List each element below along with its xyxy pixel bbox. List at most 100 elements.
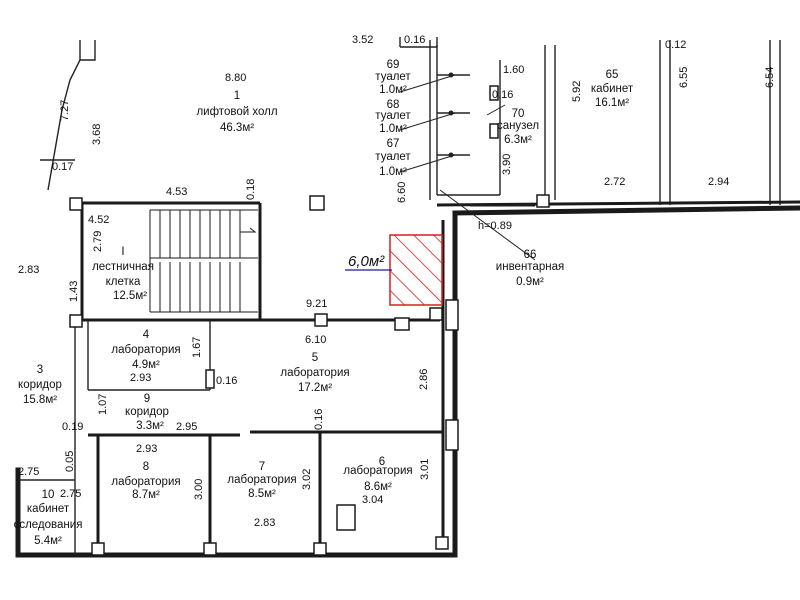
svg-text:5.4м²: 5.4м² bbox=[34, 535, 62, 547]
svg-text:коридор: коридор bbox=[125, 406, 169, 418]
svg-text:сследования: сследования bbox=[14, 519, 83, 531]
dim-0-16-c: 0.16 bbox=[492, 89, 513, 101]
svg-text:лаборатория: лаборатория bbox=[111, 476, 180, 488]
svg-text:3.3м²: 3.3м² bbox=[136, 420, 164, 432]
dim-4-52: 4.52 bbox=[88, 214, 109, 226]
room-1-label: 1 лифтовой холл 46.3м² bbox=[196, 90, 277, 134]
dim-9-21: 9.21 bbox=[306, 298, 327, 310]
dim-5-92: 5.92 bbox=[571, 81, 583, 102]
svg-text:16.1м²: 16.1м² bbox=[595, 97, 629, 109]
svg-text:46.3м²: 46.3м² bbox=[220, 122, 254, 134]
room-8-label: 8 лаборатория 8.7м² bbox=[111, 461, 180, 501]
room-65-label: 65 кабинет 16.1м² bbox=[591, 69, 634, 109]
columns bbox=[69, 85, 550, 556]
svg-text:санузел: санузел bbox=[497, 120, 539, 132]
dim-2-75-b: 2.75 bbox=[60, 488, 81, 500]
svg-text:1.0м²: 1.0м² bbox=[379, 84, 407, 96]
svg-text:67: 67 bbox=[387, 138, 400, 150]
dim-3-02: 3.02 bbox=[301, 469, 313, 490]
dim-3-68: 3.68 bbox=[91, 124, 103, 145]
dim-6-10: 6.10 bbox=[305, 334, 326, 346]
svg-text:5: 5 bbox=[312, 352, 318, 364]
hatched-area bbox=[389, 234, 443, 306]
svg-text:лаборатория: лаборатория bbox=[111, 344, 180, 356]
dim-2-83-bottom: 2.83 bbox=[254, 517, 275, 529]
svg-text:I: I bbox=[121, 246, 124, 258]
room-4-label: 4 лаборатория 4.9м² bbox=[111, 329, 180, 371]
dim-2-93-b: 2.93 bbox=[136, 443, 157, 455]
dim-1-60: 1.60 bbox=[503, 64, 524, 76]
svg-text:лифтовой холл: лифтовой холл bbox=[196, 106, 277, 118]
dim-2-95: 2.95 bbox=[176, 421, 197, 433]
svg-text:кабинет: кабинет bbox=[27, 503, 70, 515]
dim-1-07: 1.07 bbox=[97, 394, 109, 415]
room-66-label: 66 инвентарная 0.9м² bbox=[496, 249, 564, 288]
dim-0-05: 0.05 bbox=[64, 451, 76, 472]
dim-4-53: 4.53 bbox=[166, 186, 187, 198]
svg-text:лаборатория: лаборатория bbox=[280, 367, 349, 379]
dim-h-0-89: h=0.89 bbox=[478, 220, 512, 232]
svg-text:7: 7 bbox=[259, 461, 265, 473]
dimension-labels: 3.52 0.16 0.12 8.80 7.27 3.68 0.17 4.53 … bbox=[18, 34, 776, 529]
dim-0-18: 0.18 bbox=[245, 179, 257, 200]
svg-text:лестничная: лестничная bbox=[92, 261, 154, 273]
dim-6-54: 6.54 bbox=[764, 67, 776, 88]
dim-3-04: 3.04 bbox=[362, 494, 383, 506]
staircase bbox=[149, 209, 258, 313]
room-7-label: 7 лаборатория 8.5м² bbox=[227, 461, 296, 500]
dim-0-16-b: 0.16 bbox=[313, 409, 325, 430]
svg-text:17.2м²: 17.2м² bbox=[298, 382, 332, 394]
dim-2-86: 2.86 bbox=[418, 369, 430, 390]
room-68-label: 68 туалет 1.0м² bbox=[375, 99, 411, 135]
dim-0-19: 0.19 bbox=[62, 421, 83, 433]
dim-3-90: 3.90 bbox=[501, 154, 513, 175]
room-67-label: 67 туалет 1.0м² bbox=[375, 138, 411, 178]
svg-text:6: 6 bbox=[379, 456, 385, 468]
svg-text:6.3м²: 6.3м² bbox=[504, 134, 532, 146]
dim-2-72: 2.72 bbox=[604, 176, 625, 188]
svg-text:9: 9 bbox=[144, 393, 150, 405]
room-3-label: 3 коридор 15.8м² bbox=[18, 364, 62, 406]
dim-0-17: 0.17 bbox=[52, 161, 73, 173]
svg-text:1.0м²: 1.0м² bbox=[379, 123, 407, 135]
room-69-label: 69 туалет 1.0м² bbox=[375, 59, 411, 96]
svg-text:4: 4 bbox=[143, 329, 150, 341]
dim-3-52: 3.52 bbox=[352, 34, 373, 46]
svg-text:8.5м²: 8.5м² bbox=[248, 488, 276, 500]
room-5-label: 5 лаборатория 17.2м² bbox=[280, 352, 349, 394]
svg-text:3: 3 bbox=[37, 364, 43, 376]
svg-text:8: 8 bbox=[143, 461, 149, 473]
svg-text:10: 10 bbox=[42, 489, 55, 501]
svg-text:0.9м²: 0.9м² bbox=[516, 276, 544, 288]
svg-text:69: 69 bbox=[387, 59, 400, 71]
dim-0-16-a: 0.16 bbox=[216, 375, 237, 387]
svg-text:коридор: коридор bbox=[18, 379, 62, 391]
svg-text:туалет: туалет bbox=[375, 71, 411, 83]
svg-text:инвентарная: инвентарная bbox=[496, 261, 564, 273]
svg-text:65: 65 bbox=[606, 69, 619, 81]
leader-lines bbox=[399, 72, 536, 261]
svg-text:68: 68 bbox=[387, 99, 400, 111]
svg-text:туалет: туалет bbox=[375, 151, 411, 163]
room-9-label: 9 коридор 3.3м² bbox=[125, 393, 169, 432]
svg-text:1: 1 bbox=[234, 90, 240, 102]
dim-3-00: 3.00 bbox=[193, 479, 205, 500]
dim-8-80: 8.80 bbox=[225, 72, 246, 84]
svg-text:4.9м²: 4.9м² bbox=[132, 359, 160, 371]
handwritten-area-note: 6,0м² bbox=[348, 253, 385, 270]
dim-1-43: 1.43 bbox=[68, 281, 80, 302]
svg-text:клетка: клетка bbox=[106, 276, 141, 288]
dim-2-93-a: 2.93 bbox=[130, 372, 151, 384]
dim-6-55: 6.55 bbox=[678, 67, 690, 88]
room-10-label: 10 кабинет сследования 5.4м² bbox=[14, 489, 83, 547]
dim-1-67: 1.67 bbox=[191, 337, 203, 358]
dim-2-94: 2.94 bbox=[708, 176, 729, 188]
svg-text:12.5м²: 12.5м² bbox=[113, 290, 147, 302]
svg-text:лаборатория: лаборатория bbox=[227, 474, 296, 486]
room-I-label: I лестничная клетка 12.5м² bbox=[92, 246, 154, 302]
dim-0-12: 0.12 bbox=[665, 39, 686, 51]
svg-text:66: 66 bbox=[524, 249, 537, 261]
svg-text:1.0м²: 1.0м² bbox=[379, 166, 407, 178]
room-6-label: 6 лаборатория 8.6м² bbox=[343, 456, 412, 493]
